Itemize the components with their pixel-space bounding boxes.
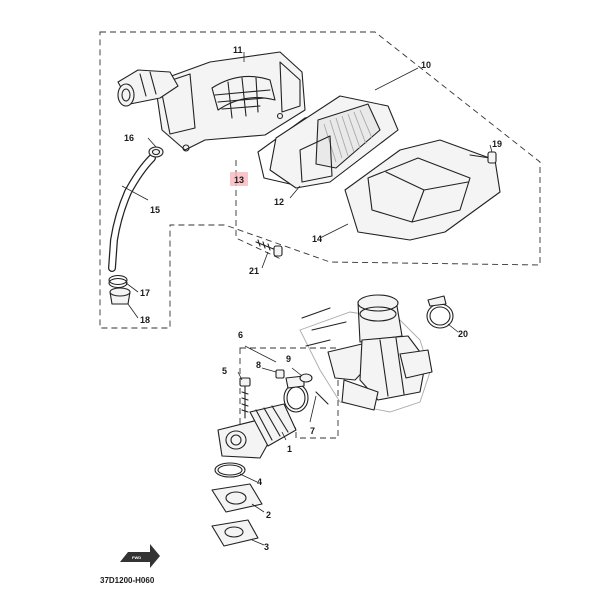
clamp-20 — [426, 295, 454, 329]
leader-lines — [121, 52, 493, 546]
air-filter-element — [269, 95, 399, 189]
callout-15: 15 — [150, 205, 160, 215]
callout-12: 12 — [274, 197, 284, 207]
callout-16: 16 — [124, 133, 134, 143]
clamp-7 — [283, 375, 329, 413]
diagram-code: 37D1200-H060 — [100, 576, 155, 585]
gasket-2 — [211, 483, 263, 513]
o-ring-4 — [214, 462, 246, 478]
callout-1: 1 — [287, 444, 292, 454]
callout-13-highlight — [230, 172, 248, 186]
callout-7: 7 — [310, 426, 315, 436]
callout-9: 9 — [286, 354, 291, 364]
callout-21: 21 — [249, 266, 259, 276]
air-cleaner-cover — [344, 139, 501, 241]
bolt-5 — [239, 377, 251, 419]
hose-clamp-17 — [108, 274, 128, 289]
callout-4: 4 — [257, 477, 262, 487]
callout-19: 19 — [492, 139, 502, 149]
gasket-3 — [211, 519, 259, 547]
breather-hose-inner — [109, 155, 155, 271]
carburetor — [299, 294, 433, 413]
intake-snorkel — [117, 69, 179, 107]
callout-17: 17 — [140, 288, 150, 298]
callout-3: 3 — [264, 542, 269, 552]
air-cleaner-case — [154, 51, 306, 152]
callout-11: 11 — [233, 45, 243, 55]
drain-plug-18 — [109, 287, 131, 305]
nut-8 — [275, 369, 285, 379]
air-cleaner-group-outline — [99, 31, 541, 329]
hose-clamp-16 — [148, 146, 164, 158]
callout-2: 2 — [266, 510, 271, 520]
fwd-arrow-icon: FWD — [120, 544, 160, 568]
callout-8: 8 — [256, 360, 261, 370]
intake-manifold — [217, 403, 297, 459]
callout-5: 5 — [222, 366, 227, 376]
callout-10: 10 — [421, 60, 431, 70]
callout-18: 18 — [140, 315, 150, 325]
callout-14: 14 — [312, 234, 322, 244]
screw-19 — [469, 151, 497, 164]
collar-9 — [299, 373, 313, 383]
callout-6: 6 — [238, 330, 243, 340]
fwd-label: FWD — [132, 555, 141, 560]
callout-13: 13 — [234, 175, 244, 185]
screw-21 — [255, 239, 283, 257]
callout-20: 20 — [458, 329, 468, 339]
